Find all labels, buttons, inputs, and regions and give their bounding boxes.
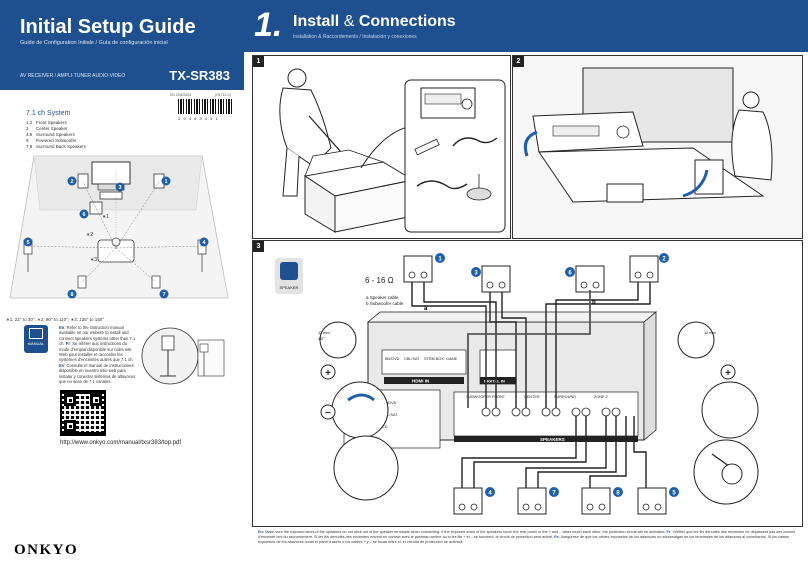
placement-illustration bbox=[513, 56, 802, 238]
cable-letter: b bbox=[592, 300, 596, 306]
angle-caption: ∗1: 22° to 30°, ∗2: 90° to 110°, ∗3: 135… bbox=[6, 317, 105, 322]
cable-legend-a: a Speaker cable bbox=[366, 295, 399, 300]
wiring-diagram: BD/DVD CBL/SAT STRM BOX GAME HDMI IN DIG… bbox=[318, 253, 759, 515]
step-number: 2 bbox=[513, 56, 524, 67]
hdmi-input-label: BD/DVD bbox=[385, 357, 400, 361]
hdmi-input-label: STRM BOX bbox=[424, 357, 444, 361]
section-subtitle: Installation & Raccordements / Instalaci… bbox=[293, 34, 417, 40]
speaker-mark: 2 bbox=[70, 179, 73, 185]
step-panel-1: 1 bbox=[252, 55, 511, 239]
brand-logo: ONKYO bbox=[14, 542, 79, 558]
impedance-label: 6 - 16 Ω bbox=[365, 276, 394, 285]
system-title: 7.1 ch System bbox=[26, 110, 71, 117]
speaker-mark: 8 bbox=[70, 292, 73, 298]
svg-text:+: + bbox=[325, 368, 331, 379]
speaker-number: 7 bbox=[552, 491, 556, 497]
terminal-label: CENTER bbox=[524, 395, 540, 399]
cable-legend-b: b Subwoofer cable bbox=[366, 301, 404, 306]
book-icon bbox=[29, 328, 43, 339]
speaker-mark: 4 bbox=[202, 240, 206, 246]
step-number: 3 bbox=[253, 241, 264, 252]
footer-caution-note: En: Make sure the exposed wires of the s… bbox=[258, 530, 796, 544]
barcode-number: 2 9 4 0 3 4 3 1 bbox=[178, 116, 219, 121]
speaker-badge: SPEAKER bbox=[275, 258, 303, 294]
qr-code[interactable] bbox=[60, 390, 106, 436]
speaker-layout-diagram: ∗1 ∗2 ∗3 1 2 3 4 5 6 7 8 bbox=[9, 155, 229, 299]
guide-subtitle: Guide de Configuration Initiale / Guía d… bbox=[20, 40, 168, 46]
speaker-mark: 7 bbox=[162, 292, 165, 298]
digital-in-label: DIGITAL IN bbox=[484, 379, 505, 384]
install-header-bar bbox=[244, 0, 808, 52]
speaker-mark: 1 bbox=[164, 179, 167, 185]
speaker-mark: 6 bbox=[82, 212, 85, 218]
cable-letter: a bbox=[424, 306, 428, 312]
manual-icon: MANUAL bbox=[24, 325, 48, 353]
print-code: (H1712-0) bbox=[215, 93, 231, 97]
hdmi-in-label: HDMI IN bbox=[412, 379, 429, 384]
product-type: AV RECEIVER / AMPLI-TUNER AUDIO-VIDEO bbox=[20, 73, 126, 79]
step-panel-2: 2 bbox=[512, 55, 803, 239]
angle-mark: ∗2 bbox=[86, 232, 93, 238]
manual-url-link[interactable]: http://www.onkyo.com/manual/txsr383/top.… bbox=[60, 440, 182, 446]
terminal-label: SURROUND bbox=[554, 395, 576, 399]
speaker-number: 5 bbox=[672, 491, 676, 497]
speaker-mark: 3 bbox=[118, 185, 121, 191]
speaker-number: 4 bbox=[488, 491, 492, 497]
svg-text:+: + bbox=[725, 368, 731, 379]
speaker-number: 6 bbox=[568, 271, 572, 277]
hdmi-input-label: CBL/SAT bbox=[404, 357, 420, 361]
unboxing-illustration bbox=[279, 68, 506, 233]
step-number: 1 bbox=[253, 56, 264, 67]
strip-length-inch: 1/2" bbox=[318, 337, 325, 341]
rca-label: BD/DVD bbox=[382, 401, 397, 405]
svg-text:−: − bbox=[325, 408, 331, 419]
guide-header: Initial Setup Guide Guide de Configurati… bbox=[0, 0, 244, 90]
strip-length: 12 mm bbox=[318, 331, 330, 335]
speaker-stand-illustration bbox=[141, 327, 225, 385]
rca-label: CBL/SAT bbox=[382, 413, 398, 417]
speaker-number: 8 bbox=[616, 491, 620, 497]
terminal-label: FRONT bbox=[492, 395, 506, 399]
speaker-icon bbox=[280, 262, 298, 280]
terminal-label: ZONE 2 bbox=[594, 395, 608, 399]
section-title: Install & Connections bbox=[293, 13, 456, 30]
barcode bbox=[178, 99, 232, 114]
speaker-number: 2 bbox=[662, 257, 666, 263]
terminal-label: SUBWOOFER bbox=[466, 395, 491, 399]
manual-note: En: Refer to the instruction manual avai… bbox=[59, 325, 136, 385]
section-number: 1. bbox=[254, 6, 283, 44]
angle-mark: ∗1 bbox=[102, 214, 109, 220]
speaker-number: 1 bbox=[438, 257, 442, 263]
angle-mark: ∗3 bbox=[90, 257, 97, 263]
hdmi-input-label: GAME bbox=[446, 357, 458, 361]
guide-title: Initial Setup Guide bbox=[20, 16, 196, 38]
model-name: TX-SR383 bbox=[169, 68, 230, 83]
speakers-label: SPEAKERS bbox=[540, 437, 565, 442]
speaker-number: 3 bbox=[474, 271, 478, 277]
strip-length: 12 mm bbox=[704, 331, 716, 335]
speaker-mark: 5 bbox=[26, 240, 29, 246]
serial-number: SN 29403431 bbox=[170, 93, 192, 97]
rca-label: CD bbox=[382, 425, 388, 429]
